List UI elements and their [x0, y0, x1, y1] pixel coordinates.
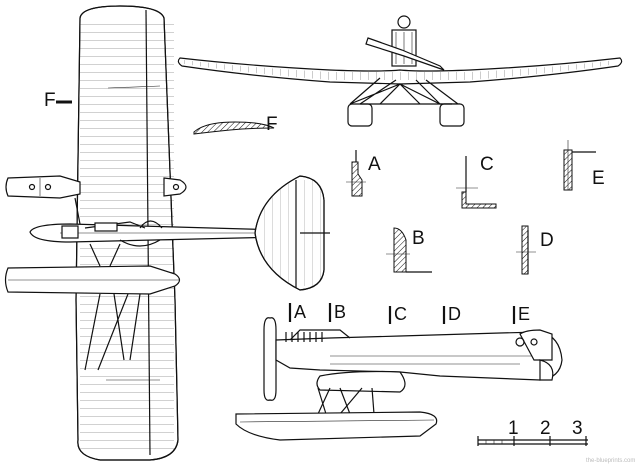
section-c-shape	[461, 191, 497, 209]
label-d: D	[448, 304, 461, 324]
side-engine-cylinders	[285, 332, 323, 342]
section-b-shape	[393, 227, 407, 273]
side-propeller	[263, 317, 277, 401]
plan-struts	[74, 197, 141, 371]
label-a: A	[294, 302, 306, 322]
wing-profile-f	[193, 121, 275, 135]
front-float-left	[347, 103, 373, 127]
watermark: the-blueprints.com	[586, 458, 635, 464]
side-fin	[519, 329, 553, 361]
label-c: C	[394, 304, 407, 324]
front-float-right	[439, 103, 465, 127]
label-sec-e: E	[592, 168, 605, 189]
section-a-shape	[351, 161, 363, 197]
label-sec-d: D	[540, 230, 554, 251]
section-markers	[288, 303, 516, 324]
scale-bar	[477, 436, 588, 446]
plan-upper-nacelle	[5, 175, 81, 199]
label-sec-a: A	[368, 154, 381, 175]
side-view	[235, 317, 563, 441]
scale-tick-3: 3	[572, 418, 583, 439]
plan-view	[4, 5, 330, 461]
label-sec-c: C	[480, 154, 494, 175]
front-wing	[177, 57, 623, 85]
label-sec-b: B	[412, 228, 425, 249]
label-b: B	[334, 302, 346, 322]
scale-tick-1: 1	[508, 418, 519, 439]
label-e: E	[518, 304, 530, 324]
section-details	[346, 140, 596, 275]
front-propeller	[365, 37, 445, 71]
side-float	[235, 411, 438, 441]
scale-tick-2: 2	[540, 418, 551, 439]
label-f-plan: F	[44, 90, 56, 111]
front-view	[177, 15, 623, 127]
front-struts	[349, 77, 460, 105]
label-f-profile: F	[266, 114, 278, 135]
side-float-struts	[317, 387, 375, 415]
section-d-shape	[521, 225, 529, 275]
